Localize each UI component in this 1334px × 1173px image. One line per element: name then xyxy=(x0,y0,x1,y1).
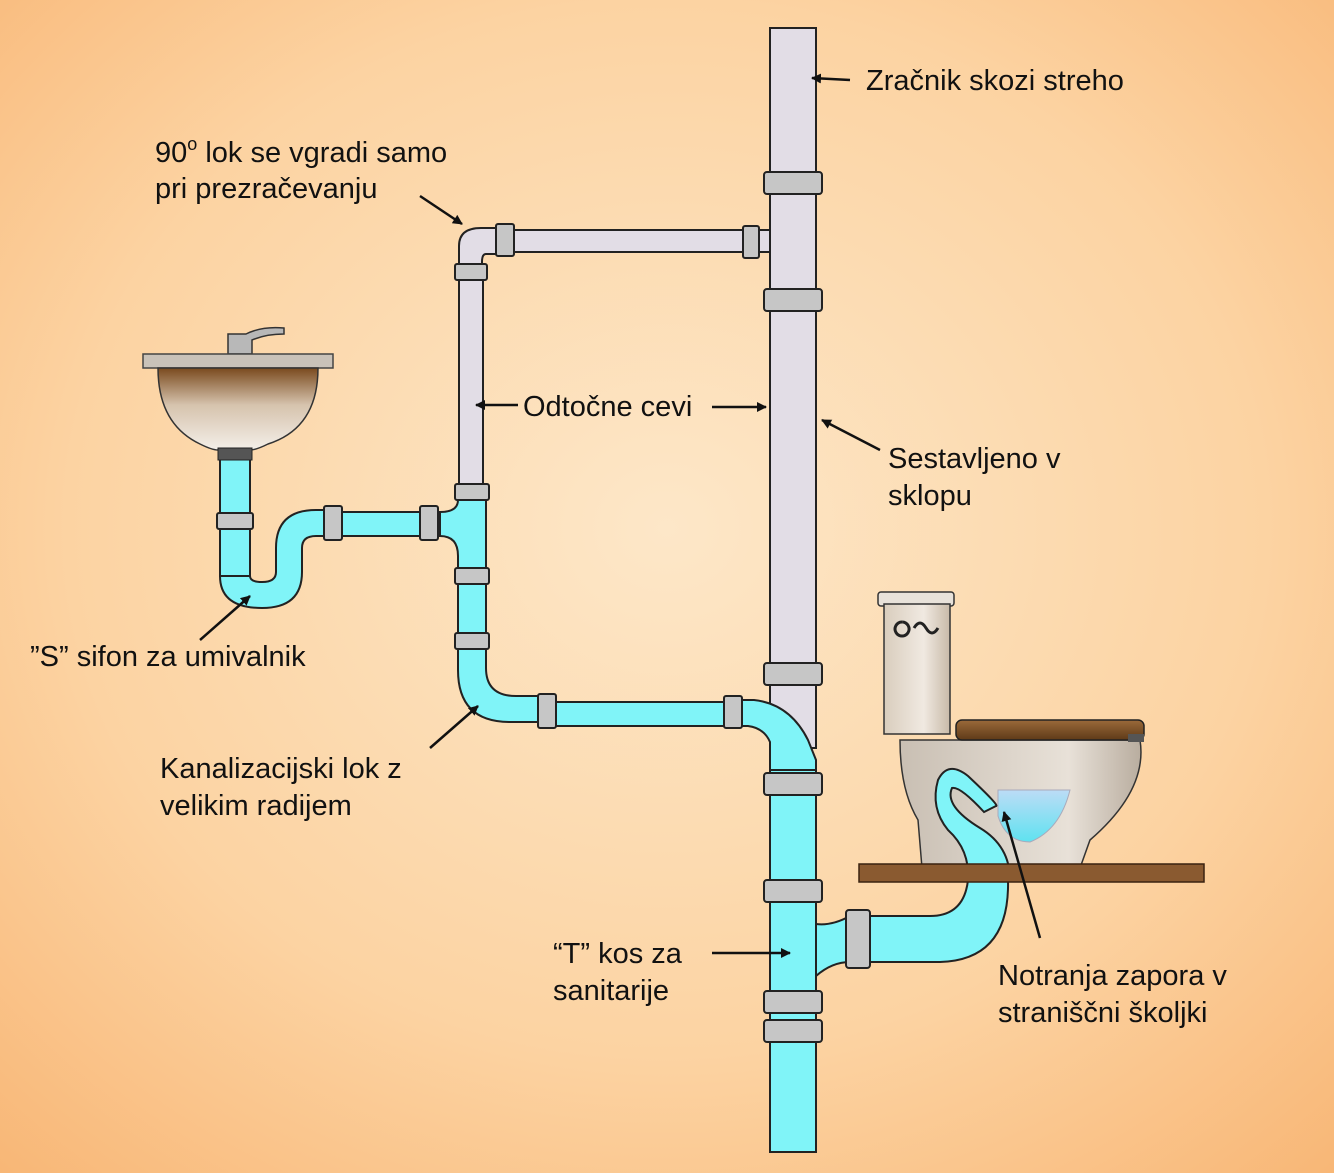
label-sewer-bend-line1: Kanalizacijski lok z xyxy=(160,753,402,785)
branch-vent-horizontal xyxy=(497,229,771,253)
label-vent-roof: Zračnik skozi streho xyxy=(866,65,1124,97)
coupling xyxy=(454,263,488,281)
elbow90-superscript: o xyxy=(187,134,197,154)
coupling xyxy=(763,171,823,195)
label-internal-trap-line1: Notranja zapora v xyxy=(998,960,1227,992)
elbow90-rest: lok se vgradi samo xyxy=(197,137,447,169)
coupling xyxy=(763,879,823,903)
elbow90-prefix: 90 xyxy=(155,137,187,169)
main-vent-stack xyxy=(769,27,817,749)
labels: Zračnik skozi streho 90o lok se vgradi s… xyxy=(30,65,1227,1029)
coupling xyxy=(763,662,823,686)
coupling xyxy=(723,695,743,729)
coupling xyxy=(742,225,760,259)
arrow-vent-roof xyxy=(811,73,851,84)
coupling xyxy=(216,512,254,530)
countertop xyxy=(142,353,334,369)
arrow-sewer-bend xyxy=(429,705,479,749)
flush-symbol-icon xyxy=(893,620,940,638)
coupling xyxy=(419,505,439,541)
coupling xyxy=(763,990,823,1014)
horizontal-drain xyxy=(539,701,731,727)
coupling xyxy=(763,1019,823,1043)
bowl-water xyxy=(997,789,1071,843)
coupling xyxy=(537,693,557,729)
arrow-assembled xyxy=(821,418,881,452)
coupling xyxy=(323,505,343,541)
toilet-trapway xyxy=(934,768,1012,881)
label-drain-pipes: Odtočne cevi xyxy=(523,391,692,423)
label-internal-trap-line2: straniščni školjki xyxy=(998,997,1208,1029)
toilet-seat xyxy=(955,719,1145,741)
floor-shelf xyxy=(858,863,1205,883)
branch-vent-vertical xyxy=(458,267,484,487)
arrow-internal-trap xyxy=(1001,811,1042,939)
couplings xyxy=(216,171,871,1043)
leader-arrows xyxy=(199,73,1042,958)
label-tee-line1: “T” kos za xyxy=(553,938,683,970)
coupling xyxy=(454,483,490,501)
coupling xyxy=(763,288,823,312)
toilet xyxy=(858,591,1205,883)
arrow-s-trap xyxy=(199,595,251,641)
sink-drain-nut xyxy=(217,447,253,461)
vent-pipes xyxy=(458,27,817,749)
arrow-elbow90 xyxy=(419,194,463,226)
label-elbow90-line1: 90o lok se vgradi samo xyxy=(155,134,447,169)
label-tee-line2: sanitarije xyxy=(553,975,669,1007)
coupling xyxy=(763,772,823,796)
main-drain-stack xyxy=(769,769,817,1153)
coupling xyxy=(845,909,871,969)
coupling xyxy=(454,632,490,650)
label-elbow90-line2: pri prezračevanju xyxy=(155,173,377,205)
seat-hinge xyxy=(1128,734,1144,742)
label-assembled-line1: Sestavljeno v xyxy=(888,443,1061,475)
faucet-icon xyxy=(227,326,285,355)
coupling xyxy=(454,567,490,585)
sink xyxy=(142,326,334,461)
label-s-trap: ”S” sifon za umivalnik xyxy=(30,641,306,673)
label-assembled-line2: sklopu xyxy=(888,480,972,512)
label-sewer-bend-line2: velikim radijem xyxy=(160,790,352,822)
coupling xyxy=(495,223,515,257)
